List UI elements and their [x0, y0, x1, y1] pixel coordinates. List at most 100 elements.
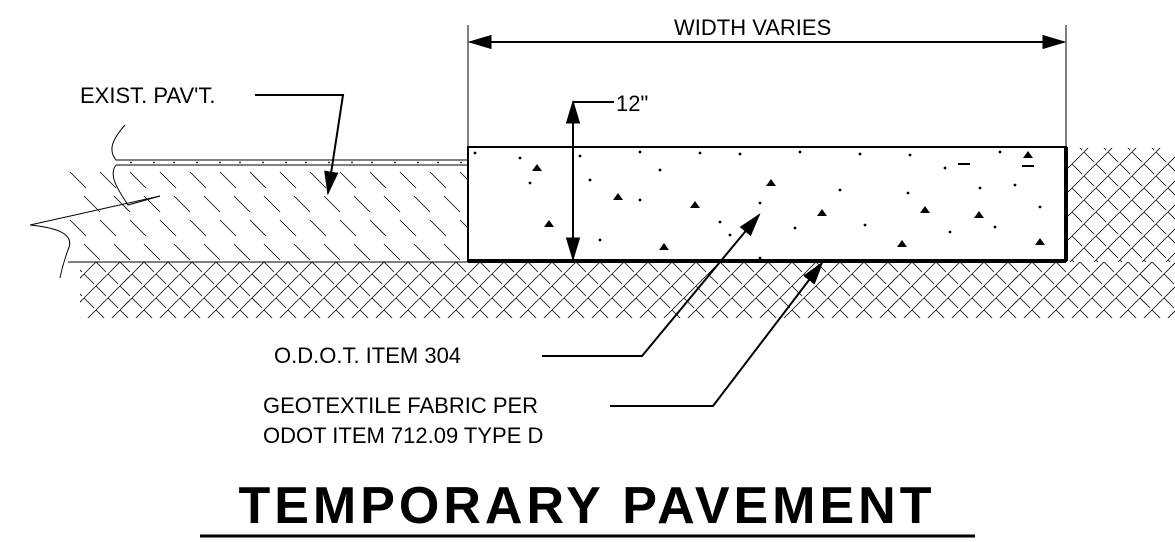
hatch-line	[429, 219, 447, 237]
hatch-line	[335, 285, 347, 297]
hatch-line	[599, 273, 613, 287]
hatch-line	[947, 262, 961, 275]
hatch-line	[1103, 297, 1117, 311]
hatch-line	[1131, 175, 1143, 187]
hatch-line	[455, 297, 469, 311]
hatch-line	[1131, 235, 1145, 249]
hatch-line	[203, 309, 217, 318]
hatch-line	[311, 309, 323, 318]
hatch-line	[839, 297, 853, 311]
hatch-line	[1066, 163, 1073, 177]
hatch-line	[1131, 148, 1145, 153]
hatch-line	[107, 273, 119, 285]
hatch-line	[671, 285, 683, 297]
hatch-line	[563, 297, 575, 309]
hatch-line	[1019, 309, 1033, 318]
hatch-line	[467, 273, 479, 285]
hatch-line	[875, 297, 887, 309]
hatch-line	[395, 285, 409, 299]
hatch-line	[995, 285, 1009, 299]
hatch-line	[60, 310, 72, 322]
hatch-line	[263, 243, 281, 261]
hatch-line	[623, 285, 635, 297]
hatch-line	[371, 309, 385, 318]
hatch-line	[107, 309, 121, 318]
hatch-line	[335, 309, 347, 318]
hatch-line	[575, 273, 589, 287]
hatch-line	[189, 219, 207, 237]
hatch-line	[323, 195, 341, 213]
hatch-line	[1143, 151, 1157, 165]
aggregate-dot	[838, 188, 842, 192]
hatch-line	[983, 309, 995, 318]
hatch-line	[1043, 285, 1057, 299]
hatch-line	[1119, 247, 1133, 261]
hatch-line	[911, 273, 925, 287]
hatch-line	[1119, 163, 1131, 175]
hatch-line	[1031, 297, 1045, 311]
hatch-line	[587, 273, 599, 285]
hatch-line	[159, 219, 177, 237]
hatch-line	[755, 285, 769, 299]
hatch-line	[791, 309, 803, 318]
hatch-line	[479, 297, 493, 311]
hatch-line	[215, 273, 229, 287]
hatch-dot	[130, 161, 132, 164]
aggregate-dot	[758, 256, 762, 260]
hatch-line	[635, 309, 649, 318]
hatch-line	[287, 297, 301, 311]
hatch-line	[551, 285, 563, 297]
soil-hatch	[60, 262, 1175, 322]
hatch-line	[443, 273, 455, 285]
hatch-line	[1107, 187, 1121, 201]
hatch-line	[359, 273, 373, 287]
aggregate-dot	[518, 156, 522, 160]
hatch-line	[407, 273, 421, 287]
hatch-line	[875, 273, 887, 285]
hatch-line	[279, 219, 297, 237]
hatch-line	[143, 273, 157, 287]
aggregate-dot	[473, 151, 477, 155]
hatch-line	[1167, 223, 1175, 237]
hatch-line	[1031, 309, 1043, 318]
hatch-line	[347, 262, 361, 275]
hatch-line	[395, 297, 407, 309]
aggregate-stone	[613, 193, 623, 200]
hatch-line	[1019, 297, 1031, 309]
hatch-line	[1155, 223, 1167, 235]
hatch-line	[1083, 223, 1095, 235]
hatch-line	[1071, 175, 1085, 189]
aggregate-stone	[1035, 238, 1045, 245]
hatch-line	[911, 285, 923, 297]
hatch-line	[419, 273, 431, 285]
hatch-line	[743, 309, 755, 318]
hatch-line	[143, 285, 155, 297]
hatch-line	[227, 309, 241, 318]
hatch-line	[419, 309, 433, 318]
hatch-line	[1079, 297, 1093, 311]
hatch-line	[155, 309, 169, 318]
hatch-line	[935, 262, 947, 273]
hatch-line	[551, 309, 563, 318]
hatch-line	[887, 309, 899, 318]
hatch-line	[203, 273, 215, 285]
hatch-line	[431, 285, 443, 297]
hatch-line	[1095, 199, 1109, 213]
hatch-line	[1067, 285, 1081, 299]
hatch-line	[935, 297, 949, 311]
hatch-line	[527, 309, 539, 318]
hatch-line	[167, 273, 181, 287]
hatch-line	[179, 285, 193, 299]
hatch-line	[1143, 175, 1157, 189]
hatch-line	[1131, 247, 1143, 259]
hatch-line	[1167, 259, 1175, 262]
hatch-line	[1043, 297, 1055, 309]
hatch-line	[491, 309, 505, 318]
aggregate-stone	[544, 220, 554, 227]
hatch-line	[803, 309, 817, 318]
hatch-line	[1155, 259, 1169, 262]
hatch-line	[923, 273, 935, 285]
hatch-line	[599, 262, 611, 273]
hatch-line	[143, 309, 155, 318]
hatch-line	[80, 297, 85, 311]
